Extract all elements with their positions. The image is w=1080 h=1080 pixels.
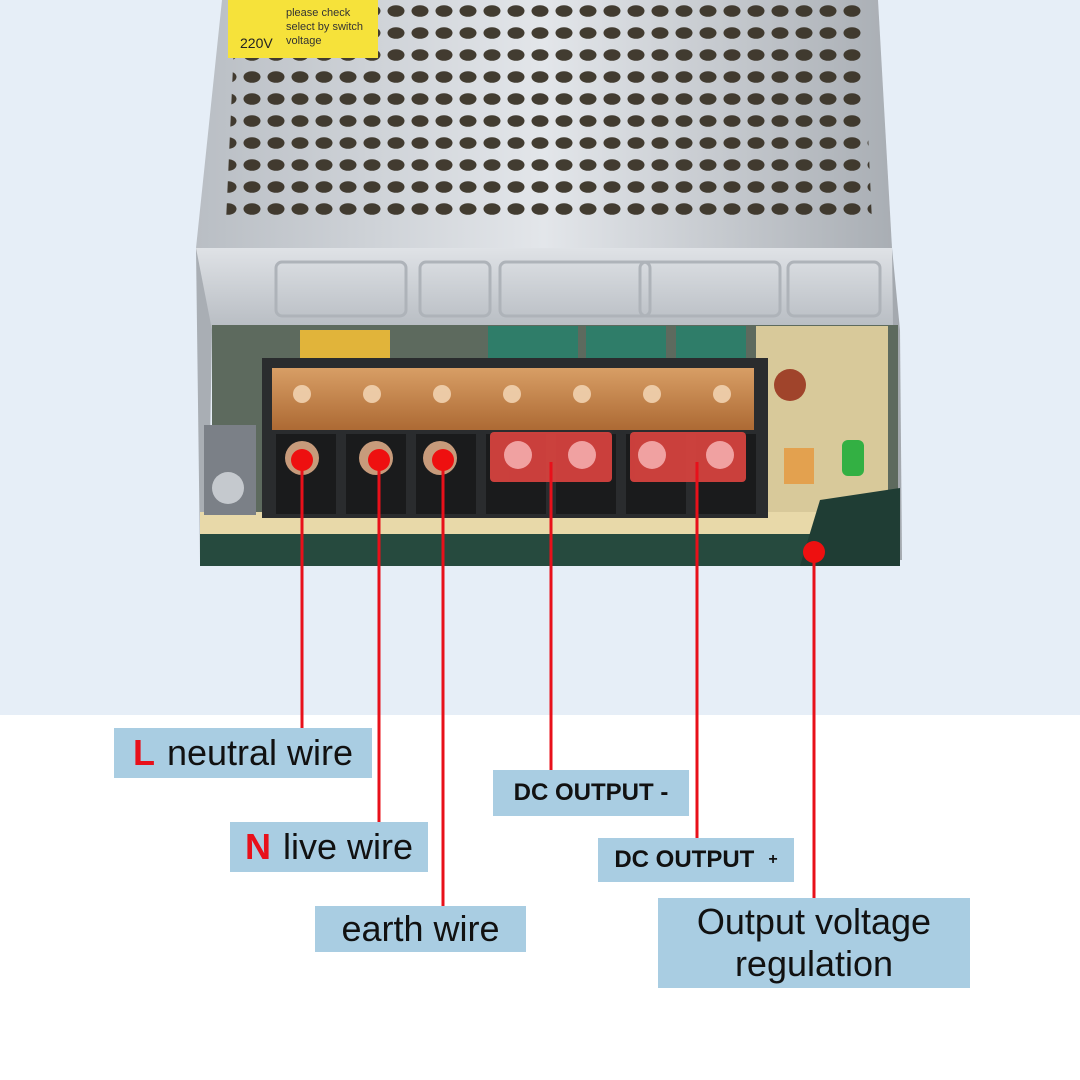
label-dc-output-negative: DC OUTPUT - xyxy=(493,770,689,816)
label-live-letter: N xyxy=(244,826,271,867)
label-dc-negative-text: DC OUTPUT - xyxy=(513,779,669,806)
label-live-wire: N live wire xyxy=(230,822,428,872)
dc-negative-icon xyxy=(498,260,652,318)
label-neutral-letter: L xyxy=(132,732,155,773)
label-earth-wire: earth wire xyxy=(315,906,526,952)
label-neutral-text: neutral wire xyxy=(166,732,354,773)
live-dot xyxy=(368,449,390,471)
label-vadj-line2: regulation xyxy=(734,943,894,984)
label-dc-positive-text: DC OUTPUT xyxy=(614,846,755,873)
sticker-line-3: select by switch xyxy=(286,21,363,33)
sticker-line-2: please check xyxy=(286,7,351,19)
label-earth-text: earth wire xyxy=(341,908,500,949)
earth-dot xyxy=(432,449,454,471)
voltage-adjust-icon xyxy=(786,260,882,318)
ac-input-icon xyxy=(274,260,408,318)
adjust-dot xyxy=(803,541,825,563)
label-vadj-line1: Output voltage xyxy=(696,900,932,942)
earth-ground-icon xyxy=(418,260,492,318)
pointer-lines xyxy=(300,460,816,908)
neutral-dot xyxy=(291,449,313,471)
terminal-block xyxy=(262,358,768,518)
label-output-voltage-regulation: Output voltage regulation xyxy=(658,898,970,988)
front-face xyxy=(196,248,898,330)
dc-positive-icon xyxy=(638,260,782,318)
label-live-text: live wire xyxy=(282,826,414,867)
label-neutral-wire: L neutral wire xyxy=(114,728,372,778)
sticker-voltage: 220V xyxy=(240,35,273,51)
label-dc-positive-sign: + xyxy=(768,851,778,868)
label-dc-output-positive: DC OUTPUT + xyxy=(598,838,794,882)
perforated-cover xyxy=(196,0,892,248)
mounting-screw xyxy=(204,425,256,515)
voltage-sticker: 220V please check select by switch volta… xyxy=(228,0,378,58)
sticker-line-4: voltage xyxy=(286,35,321,47)
